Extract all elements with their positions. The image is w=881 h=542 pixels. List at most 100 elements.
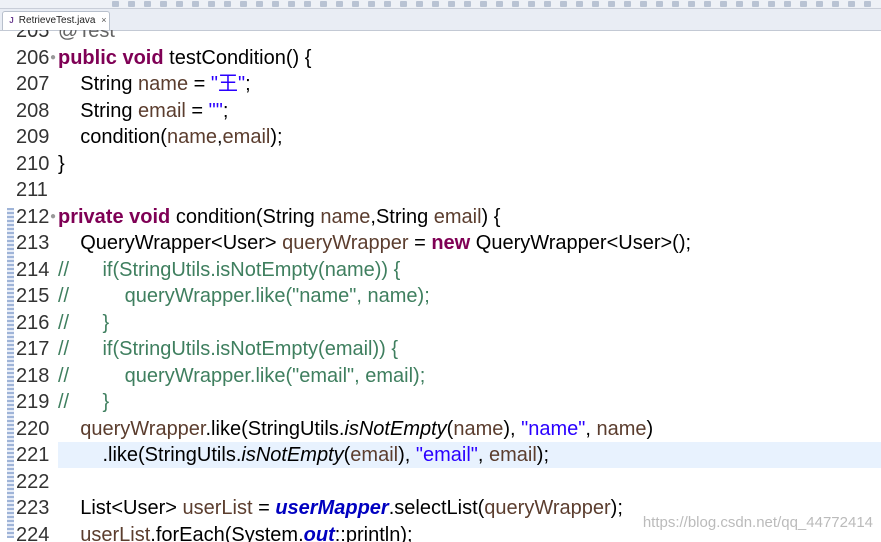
line-number: 208	[16, 99, 50, 122]
toolbar-icon[interactable]	[320, 1, 327, 7]
toolbar-icon[interactable]	[352, 1, 359, 7]
toolbar-icon[interactable]	[368, 1, 375, 7]
code-line[interactable]: 214// if(StringUtils.isNotEmpty(name)) {	[0, 257, 881, 283]
code-token: QueryWrapper<User>();	[470, 232, 692, 254]
toolbar-icon[interactable]	[720, 1, 727, 7]
toolbar-icon[interactable]	[464, 1, 471, 7]
toolbar-icon[interactable]	[144, 1, 151, 7]
code-line[interactable]: 216// }	[0, 310, 881, 336]
code-line[interactable]: 219// }	[0, 389, 881, 415]
toolbar-icon[interactable]	[288, 1, 295, 7]
toolbar-icon[interactable]	[240, 1, 247, 7]
toolbar-icon[interactable]	[704, 1, 711, 7]
code-token: private	[58, 205, 124, 228]
fold-marker-icon[interactable]: ●	[50, 51, 57, 63]
toolbar-icon[interactable]	[736, 1, 743, 7]
code-token: ) {	[481, 205, 501, 228]
toolbar-icon[interactable]	[832, 1, 839, 7]
toolbar-icon[interactable]	[336, 1, 343, 7]
toolbar-icon[interactable]	[544, 1, 551, 7]
toolbar-icon[interactable]	[176, 1, 183, 7]
code-line[interactable]: 208 String email = "";	[0, 98, 881, 124]
toolbar-icon[interactable]	[592, 1, 599, 7]
toolbar-icon[interactable]	[448, 1, 455, 7]
code-line[interactable]: 217// if(StringUtils.isNotEmpty(email)) …	[0, 336, 881, 362]
toolbar-icon[interactable]	[656, 1, 663, 7]
code-line[interactable]: 209 condition(name,email);	[0, 124, 881, 150]
editor-tab[interactable]: J RetrieveTest.java ×	[2, 11, 110, 30]
code-token: void	[122, 46, 164, 69]
toolbar-icon[interactable]	[608, 1, 615, 7]
code-token: ;	[245, 73, 251, 95]
toolbar-icon[interactable]	[624, 1, 631, 7]
code-token: email	[433, 205, 482, 228]
code-line[interactable]: 223 List<User> userList = userMapper.sel…	[0, 495, 881, 521]
code-text: QueryWrapper<User> queryWrapper = new Qu…	[58, 230, 691, 256]
code-line[interactable]: 218// queryWrapper.like("email", email);	[0, 363, 881, 389]
fold-marker-icon[interactable]: ●	[50, 210, 57, 222]
code-editor[interactable]: I https://blog.csdn.net/qq_44772414 205@…	[0, 30, 881, 542]
toolbar-icon[interactable]	[160, 1, 167, 7]
toolbar-icon[interactable]	[816, 1, 823, 7]
line-number: 207	[16, 73, 50, 95]
toolbar-icon[interactable]	[400, 1, 407, 7]
code-token: email	[350, 444, 399, 466]
code-text: condition(name,email);	[58, 124, 282, 150]
toolbar-icon[interactable]	[208, 1, 215, 7]
toolbar-icon[interactable]	[576, 1, 583, 7]
code-token: ,	[477, 444, 489, 466]
toolbar-icon[interactable]	[256, 1, 263, 7]
code-line[interactable]: 205@Test	[0, 30, 881, 44]
toolbar-icon[interactable]	[192, 1, 199, 7]
code-line[interactable]: 210}	[0, 151, 881, 177]
code-token: @Test	[58, 30, 115, 42]
code-token: List<User>	[58, 497, 183, 519]
code-token: QueryWrapper<User>	[58, 232, 283, 254]
toolbar-icon[interactable]	[672, 1, 679, 7]
toolbar-icon[interactable]	[752, 1, 759, 7]
code-token: ""	[208, 99, 223, 122]
toolbar-icon[interactable]	[848, 1, 855, 7]
code-token: .like(StringUtils.	[58, 444, 242, 466]
toolbar-icon[interactable]	[272, 1, 279, 7]
toolbar-icon[interactable]	[800, 1, 807, 7]
code-line[interactable]: 215// queryWrapper.like("name", name);	[0, 283, 881, 309]
toolbar-icon[interactable]	[528, 1, 535, 7]
toolbar	[0, 0, 881, 9]
code-token: email	[489, 444, 537, 466]
watermark: https://blog.csdn.net/qq_44772414	[642, 514, 873, 531]
code-line[interactable]: 222	[0, 469, 881, 495]
toolbar-icon[interactable]	[496, 1, 503, 7]
toolbar-icon[interactable]	[640, 1, 647, 7]
toolbar-icon[interactable]	[688, 1, 695, 7]
code-token: "email"	[415, 444, 478, 466]
toolbar-icon[interactable]	[384, 1, 391, 7]
code-line[interactable]: 213 QueryWrapper<User> queryWrapper = ne…	[0, 230, 881, 256]
close-icon[interactable]: ×	[101, 15, 107, 25]
code-line[interactable]: 224 userList.forEach(System.out::println…	[0, 522, 881, 542]
code-token: testCondition() {	[163, 46, 312, 69]
code-line[interactable]: 207 String name = "王";	[0, 71, 881, 97]
code-line[interactable]: 221 .like(StringUtils.isNotEmpty(email),…	[16, 442, 881, 468]
code-line[interactable]: 220 queryWrapper.like(StringUtils.isNotE…	[0, 416, 881, 442]
toolbar-icon[interactable]	[432, 1, 439, 7]
line-number: 221	[16, 444, 50, 466]
code-line[interactable]: 212●private void condition(String name,S…	[0, 204, 881, 230]
code-text: private void condition(String name,Strin…	[58, 204, 500, 230]
code-line[interactable]: 206●public void testCondition() {	[0, 45, 881, 71]
toolbar-icon[interactable]	[560, 1, 567, 7]
code-token: ),	[398, 444, 416, 466]
toolbar-icon[interactable]	[864, 1, 871, 7]
toolbar-icon[interactable]	[128, 1, 135, 7]
toolbar-icon[interactable]	[512, 1, 519, 7]
code-token: "王"	[210, 73, 246, 95]
toolbar-icon[interactable]	[768, 1, 775, 7]
toolbar-icon[interactable]	[416, 1, 423, 7]
toolbar-icon[interactable]	[784, 1, 791, 7]
code-line[interactable]: 211	[0, 177, 881, 203]
line-number: 223	[16, 497, 50, 519]
toolbar-icon[interactable]	[304, 1, 311, 7]
toolbar-icon[interactable]	[224, 1, 231, 7]
toolbar-icon[interactable]	[480, 1, 487, 7]
toolbar-icon[interactable]	[112, 1, 119, 7]
